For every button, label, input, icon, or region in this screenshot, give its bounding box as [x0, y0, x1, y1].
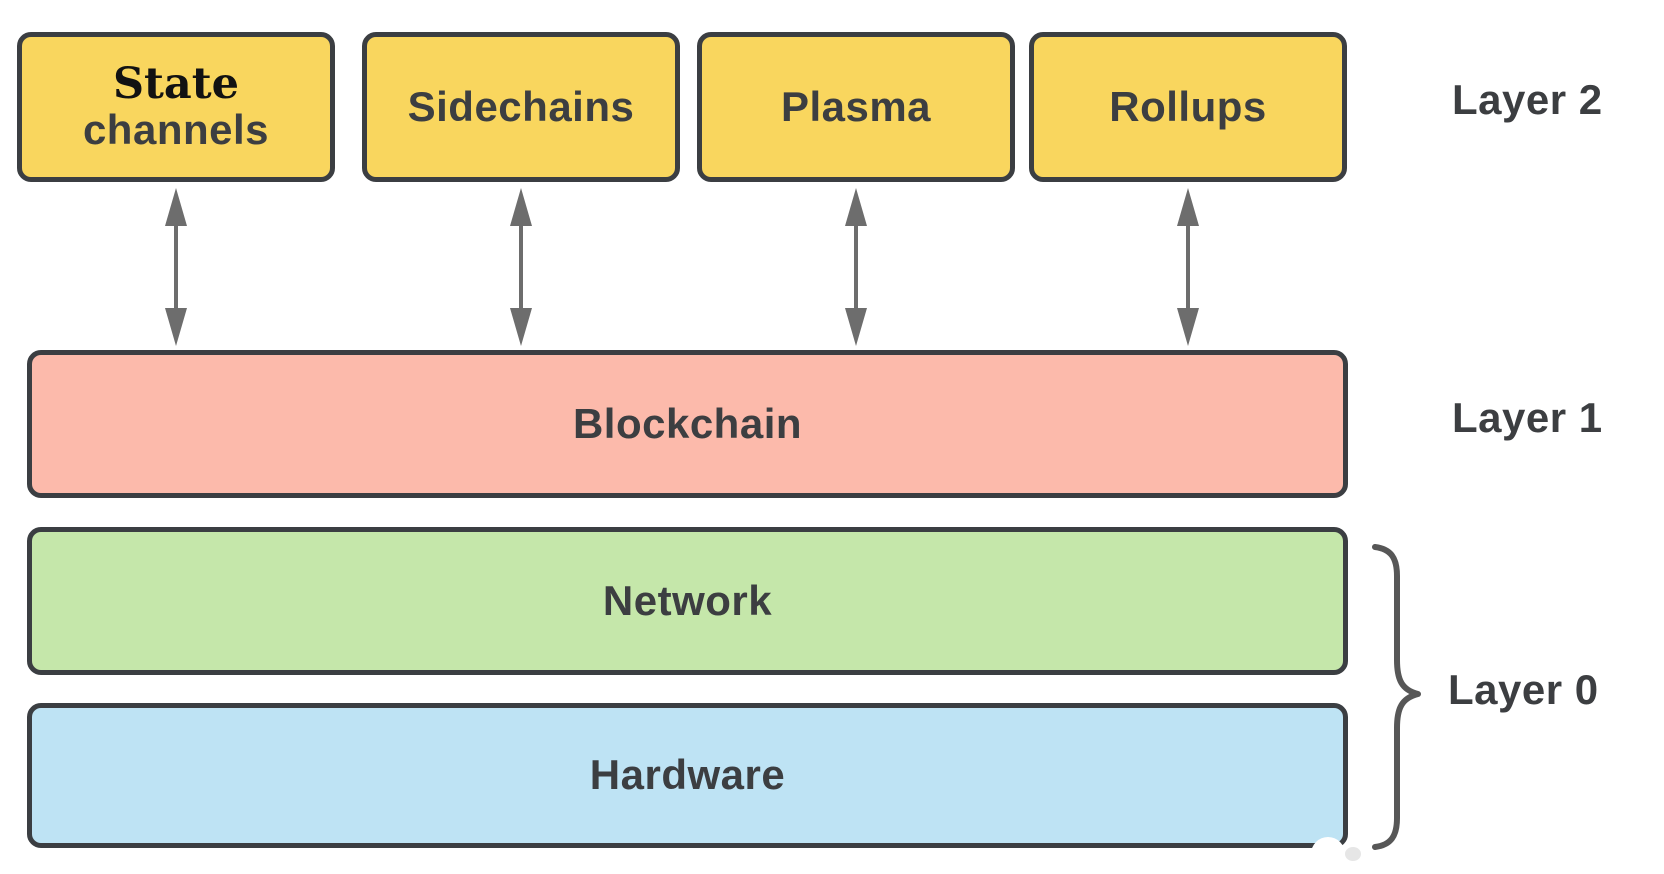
state-channels-label-line2: channels — [82, 105, 270, 153]
layer0-box-hardware: Hardware — [27, 703, 1348, 848]
layer2-box-plasma: Plasma — [697, 32, 1015, 182]
blockchain-label: Blockchain — [572, 399, 803, 447]
rollups-label: Rollups — [1109, 82, 1267, 130]
double-arrow-icon — [1177, 188, 1199, 346]
network-label: Network — [602, 576, 773, 624]
layer2-box-rollups: Rollups — [1029, 32, 1347, 182]
corner-artifact-shadow — [1345, 847, 1361, 861]
layer2-box-state-channels: State channels — [17, 32, 335, 182]
layer1-label: Layer 1 — [1452, 394, 1603, 441]
layer2-label: Layer 2 — [1452, 76, 1603, 123]
curly-brace-icon — [1372, 544, 1421, 850]
double-arrow-icon — [510, 188, 532, 346]
state-channels-label-line1: State — [113, 58, 239, 109]
layer2-box-sidechains: Sidechains — [362, 32, 680, 182]
double-arrow-icon — [165, 188, 187, 346]
double-arrow-icon — [845, 188, 867, 346]
corner-artifact — [1311, 837, 1345, 871]
layer0-box-network: Network — [27, 527, 1348, 675]
layer0-label: Layer 0 — [1448, 666, 1599, 713]
plasma-label: Plasma — [780, 82, 932, 130]
sidechains-label: Sidechains — [407, 82, 635, 130]
layer1-box-blockchain: Blockchain — [27, 350, 1348, 498]
hardware-label: Hardware — [589, 751, 786, 799]
